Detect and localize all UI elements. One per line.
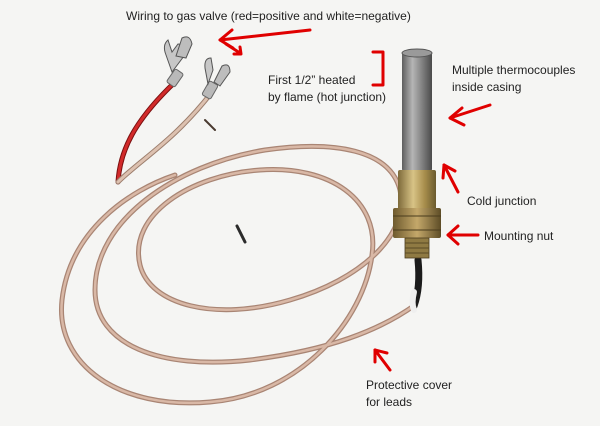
probe-casing bbox=[402, 52, 432, 172]
hot-junction-label-line1: First 1/2” heated bbox=[268, 73, 356, 87]
red-lead bbox=[115, 79, 178, 185]
mounting-nut-arrow bbox=[446, 224, 480, 246]
cold-junction-arrow bbox=[441, 163, 460, 194]
protective-cover-arrow bbox=[373, 348, 392, 372]
multiple-thermocouples-label-line2: inside casing bbox=[452, 80, 522, 94]
sheathed-cable bbox=[59, 119, 418, 406]
multiple-thermocouples-label-line1: Multiple thermocouples bbox=[452, 63, 576, 77]
mounting-nut-label: Mounting nut bbox=[484, 229, 554, 243]
thermocouple-probe bbox=[393, 48, 441, 313]
white-lead bbox=[115, 89, 215, 185]
spade-connector-red bbox=[163, 36, 193, 88]
hot-junction-bracket bbox=[371, 50, 385, 87]
protective-cover-label-line1: Protective cover bbox=[366, 378, 453, 392]
annotation-arrows bbox=[218, 28, 492, 372]
cold-junction-collar bbox=[398, 170, 436, 210]
cold-junction-label: Cold junction bbox=[467, 194, 537, 208]
hot-junction-label-line2: by flame (hot junction) bbox=[268, 90, 387, 104]
multiple-thermocouples-arrow bbox=[448, 103, 492, 127]
protective-cover-label-line2: for leads bbox=[366, 395, 413, 409]
mounting-nut-body bbox=[393, 208, 441, 238]
spade-connector-white bbox=[201, 57, 231, 100]
wiring-label: Wiring to gas valve (red=positive and wh… bbox=[126, 9, 411, 23]
wiring-arrow bbox=[218, 28, 312, 56]
